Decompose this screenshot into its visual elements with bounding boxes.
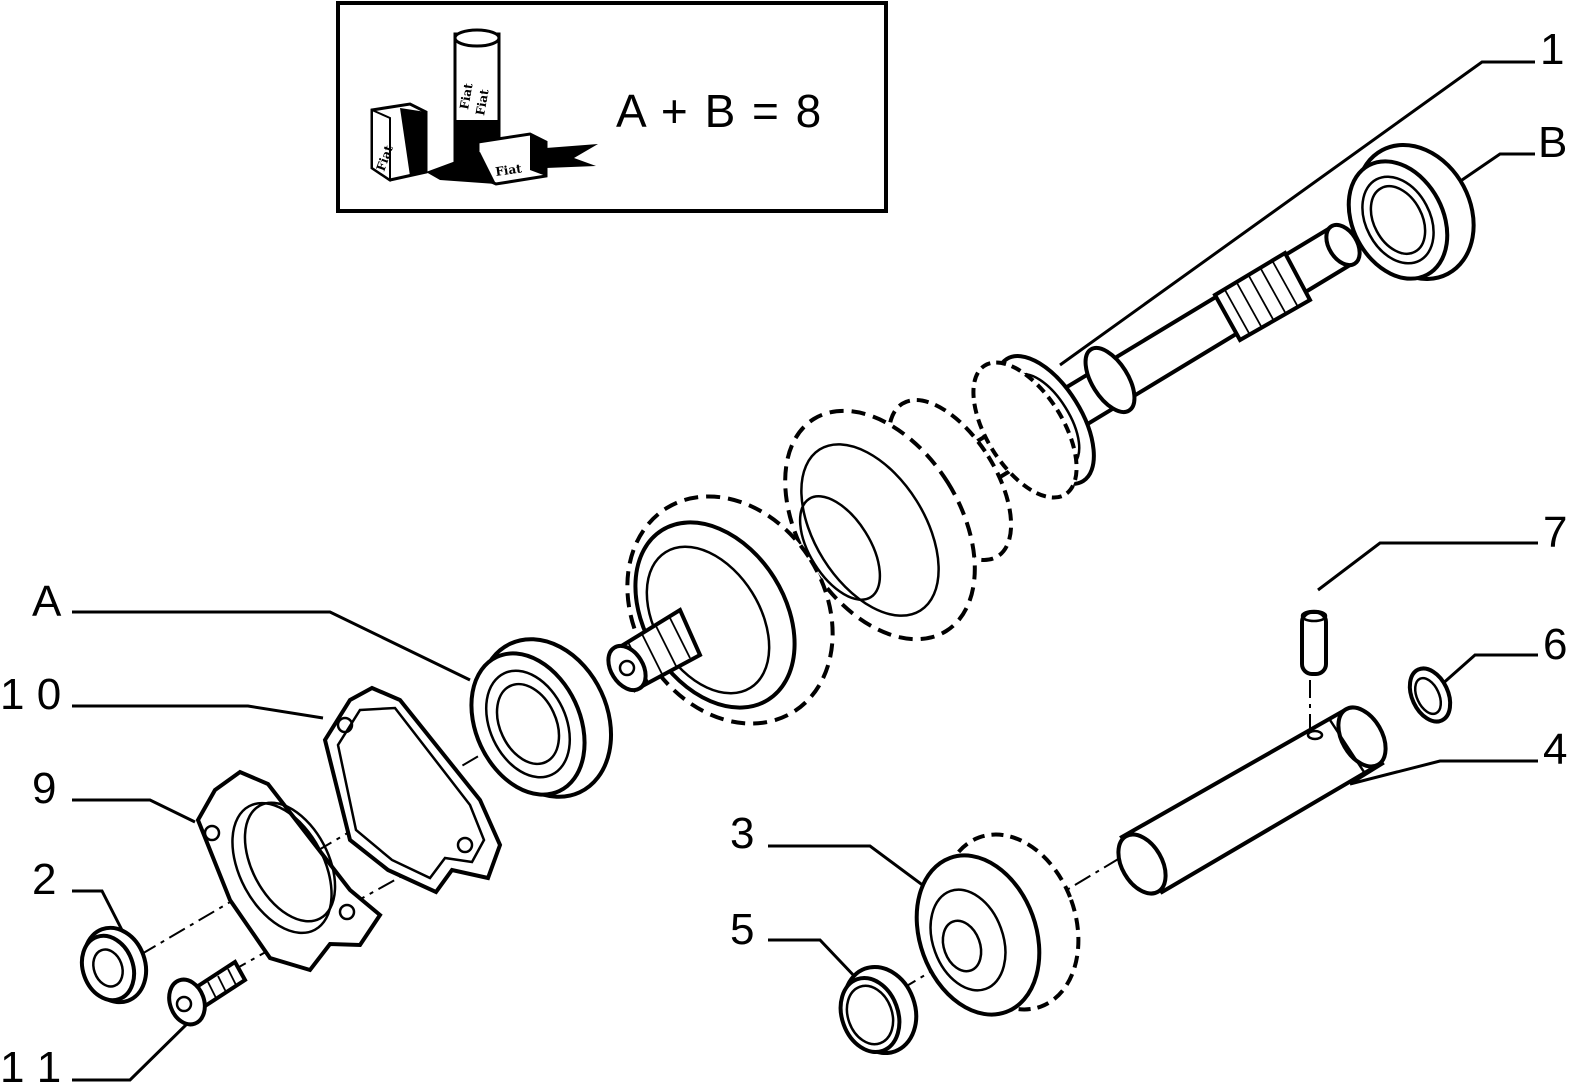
callout-A: A — [32, 577, 62, 626]
input-shaft — [606, 222, 1362, 726]
callout-3: 3 — [730, 809, 754, 858]
callout-2: 2 — [32, 855, 56, 904]
bolt-11 — [167, 959, 248, 1027]
bearing-A — [469, 637, 614, 799]
callout-1: 1 — [1540, 25, 1564, 74]
bushing-5 — [838, 964, 919, 1056]
shaft-spline-stub — [606, 607, 703, 693]
brand-label-2: Fiat — [457, 82, 475, 111]
callout-B: B — [1538, 118, 1567, 167]
leader-lines — [72, 60, 1538, 1082]
callout-labels: 1 B A 1 0 9 2 1 1 7 6 4 3 5 — [0, 25, 1567, 1090]
gear-cluster-middle — [783, 398, 1014, 642]
callout-9: 9 — [32, 764, 56, 813]
cover-plate-9 — [195, 769, 383, 973]
gasket-10 — [322, 685, 503, 895]
equation-text: A + B = 8 — [616, 85, 823, 137]
bearing-B — [1346, 143, 1476, 281]
dowel-pin-7 — [1300, 609, 1328, 676]
callout-6: 6 — [1543, 620, 1567, 669]
lubricant-tubes-icon: Fiat Fiat Fiat Fiat — [370, 28, 598, 186]
gear-small-right — [971, 354, 1096, 500]
callout-5: 5 — [730, 905, 754, 954]
seal-2 — [79, 925, 149, 1005]
callout-10: 1 0 — [0, 670, 61, 719]
callout-4: 4 — [1543, 725, 1567, 774]
brand-label-4: Fiat — [494, 161, 523, 179]
washer-6 — [1407, 666, 1453, 724]
legend-box: Fiat Fiat Fiat Fiat A + B = 8 — [336, 1, 888, 213]
idler-gear-3 — [914, 832, 1081, 1017]
brand-label-3: Fiat — [473, 88, 491, 117]
idler-shaft-4 — [1116, 705, 1388, 896]
callout-7: 7 — [1543, 508, 1567, 557]
callout-11: 1 1 — [0, 1043, 61, 1090]
